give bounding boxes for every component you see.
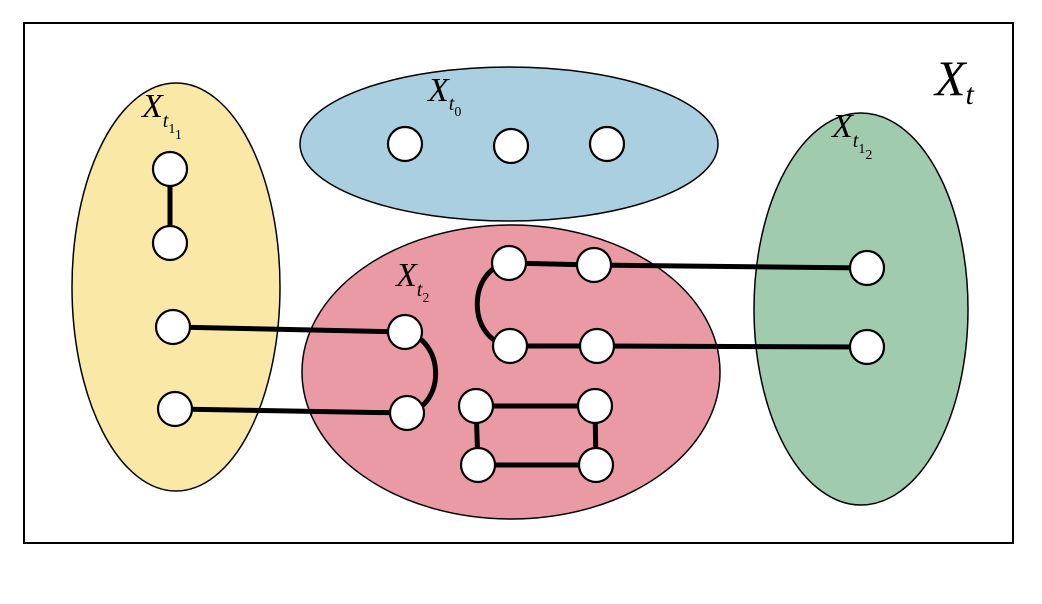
node [576,387,614,425]
node [386,125,424,163]
label-t1-2: Xt12 [830,108,872,163]
node [848,328,886,366]
edge-left-to-center-lower [172,406,410,416]
node [577,446,615,484]
node [588,125,626,163]
node [151,150,189,188]
region-t1-1 [71,82,281,492]
node [156,390,194,428]
edge-bottom-to-right [594,343,870,350]
edge-top-to-right [591,262,870,271]
label-t1-1: Xt11 [140,88,182,143]
node [578,327,616,365]
node [151,224,189,262]
node [491,327,529,365]
region-t2 [301,224,721,520]
edge-left-to-center-upper [170,324,408,335]
node [492,127,530,165]
region-t1-2 [753,112,969,506]
node [848,249,886,287]
node [457,387,495,425]
node [386,313,424,351]
nodes [151,125,886,484]
node [154,308,192,346]
node [388,394,426,432]
node [459,446,497,484]
node [575,246,613,284]
label-outer: Xt [933,50,975,111]
label-t0: Xt0 [426,72,461,120]
label-t2: Xt2 [394,257,429,306]
node [490,244,528,282]
